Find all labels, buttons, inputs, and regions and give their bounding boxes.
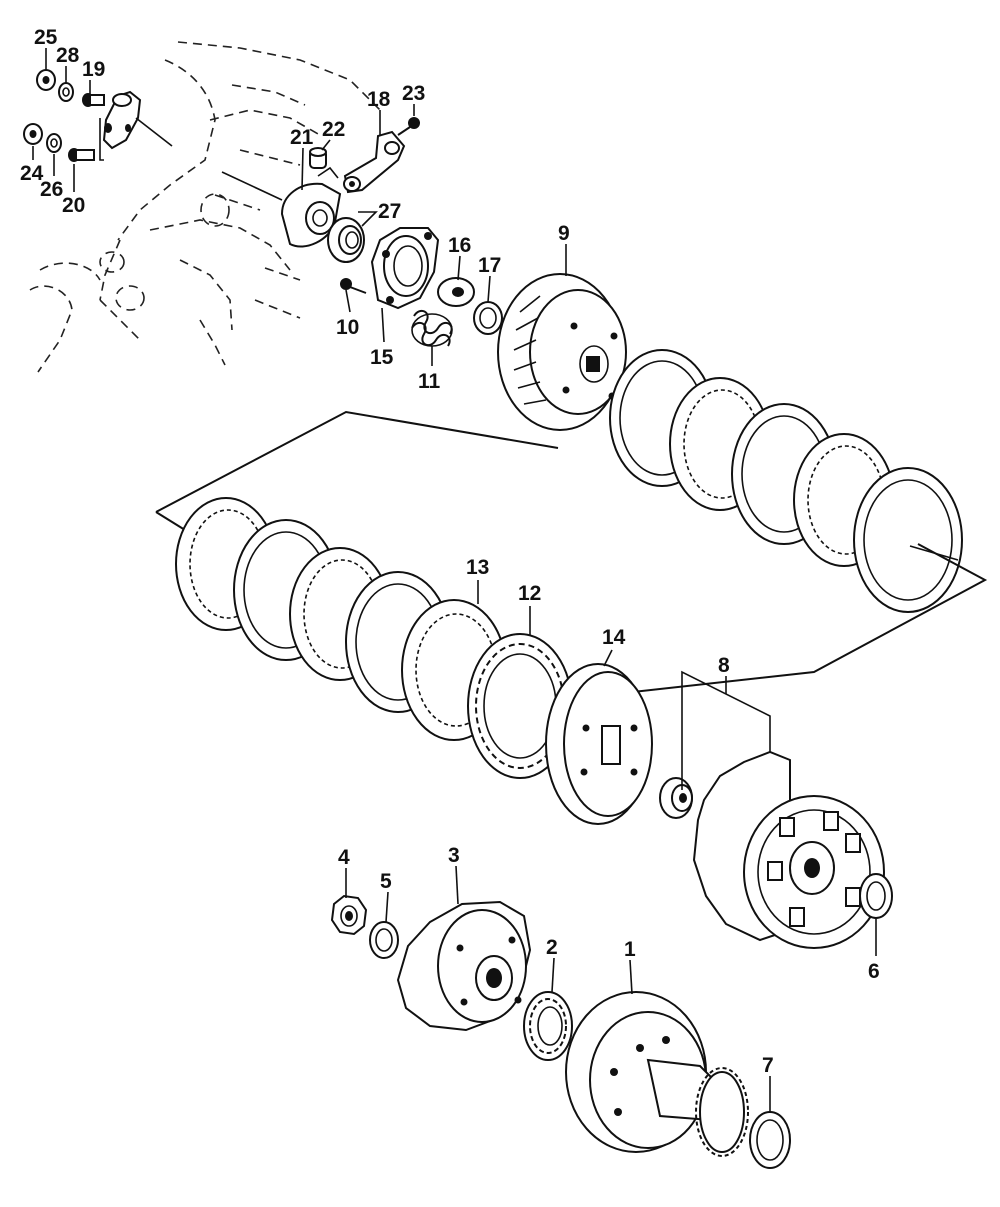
- callout-3: 3: [448, 844, 460, 867]
- callout-4: 4: [338, 846, 350, 869]
- part-20-screw: [68, 148, 95, 162]
- leader-lines: [32, 48, 959, 1112]
- part-5-washer: [369, 921, 399, 959]
- callout-12: 12: [518, 582, 541, 605]
- plate-group-frame-end: [155, 511, 186, 531]
- part-8-clutch-housing: [659, 750, 885, 949]
- callout-18: 18: [367, 88, 391, 111]
- part-27-bearing: [327, 217, 365, 263]
- part-15-pressure-plate: [370, 227, 440, 310]
- callout-9: 9: [558, 222, 570, 245]
- part-19-screw: [82, 93, 105, 107]
- housing-bushing: [659, 777, 693, 819]
- part-21-release-cam: [221, 166, 342, 248]
- callout-10: 10: [336, 316, 359, 339]
- callout-25: 25: [34, 26, 58, 49]
- part-26-washer: [46, 133, 62, 153]
- clutch-plate-top-5: [853, 467, 963, 613]
- part-24-nut: [23, 123, 43, 145]
- callout-20: 20: [62, 194, 85, 217]
- callout-17: 17: [478, 254, 501, 277]
- callout-23: 23: [402, 82, 425, 105]
- callout-22: 22: [322, 118, 345, 141]
- callout-5: 5: [380, 870, 392, 893]
- callout-6: 6: [868, 960, 880, 983]
- callout-1: 1: [624, 938, 636, 961]
- callout-21: 21: [290, 126, 314, 149]
- part-2-bearing: [523, 991, 573, 1061]
- part-16-washer: [437, 277, 475, 307]
- part-10-bolt: [340, 278, 367, 294]
- part-9-clutch-hub: [497, 273, 627, 431]
- part-14-plate: [545, 663, 653, 825]
- part-22-pin: [309, 147, 327, 169]
- callout-15: 15: [370, 346, 394, 369]
- adjuster-bracket: [102, 90, 173, 150]
- part-3-clutch-carrier: [396, 900, 532, 1032]
- callout-labels: 25 28 19 24 26 20 21 22 18 23 27 10 15 1…: [20, 26, 880, 1077]
- callout-7: 7: [762, 1054, 774, 1077]
- callout-2: 2: [546, 936, 558, 959]
- callout-11: 11: [418, 370, 441, 393]
- part-6-washer: [859, 873, 893, 919]
- plate-group-frame: [155, 410, 988, 701]
- callout-14: 14: [602, 626, 626, 649]
- callout-27: 27: [378, 200, 401, 223]
- part-1-clutch-drum: [565, 991, 749, 1157]
- callout-8: 8: [718, 654, 730, 677]
- part-11-spring: [411, 309, 453, 347]
- part-17-washer: [473, 301, 503, 335]
- part-4-nut: [330, 894, 368, 936]
- callout-13: 13: [466, 556, 489, 579]
- part-18-release-arm: [343, 130, 406, 194]
- part-7-washer: [749, 1111, 791, 1169]
- callout-24: 24: [20, 162, 44, 185]
- callout-19: 19: [82, 58, 105, 81]
- part-28-washer: [58, 82, 74, 102]
- part-23-screw: [397, 117, 420, 136]
- engine-case-outline: [29, 41, 381, 373]
- callout-28: 28: [56, 44, 80, 67]
- leader-19-20: [99, 118, 104, 161]
- callout-16: 16: [448, 234, 471, 257]
- callout-26: 26: [40, 178, 63, 201]
- part-25-nut: [36, 69, 56, 91]
